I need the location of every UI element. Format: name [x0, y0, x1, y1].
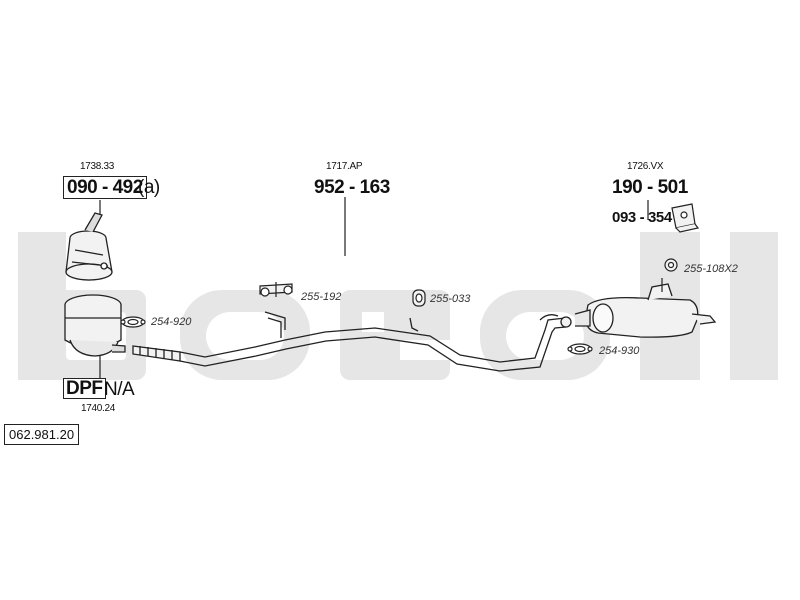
mount-bracket-icon: [671, 203, 700, 233]
dpf-top-code: 1738.33: [80, 161, 115, 172]
dpf-catalyst-upper: [65, 212, 113, 281]
hanger-mid-label[interactable]: 255-192: [301, 291, 342, 303]
rubber-ring-label[interactable]: 255-108X2: [684, 263, 738, 275]
mid-pipe-code: 1717.AP: [326, 161, 363, 172]
diagram-reference-number: 062.981.20: [4, 424, 80, 445]
gasket-front-icon: [120, 316, 146, 328]
rear-silencer-code: 1726.VX: [627, 161, 664, 172]
hanger-mid-icon: [259, 282, 293, 297]
rubber-mount-label[interactable]: 255-033: [430, 293, 471, 305]
dpf-type-status: N/A: [104, 379, 135, 400]
rear-silencer: [574, 283, 717, 338]
gasket-front-label[interactable]: 254-920: [151, 316, 192, 328]
gasket-rear-icon: [567, 343, 593, 355]
dpf-part-number[interactable]: 090 - 492: [63, 176, 147, 199]
middle-pipe: [179, 311, 572, 372]
gasket-rear-label[interactable]: 254-930: [599, 345, 640, 357]
dpf-bottom-code: 1740.24: [81, 403, 116, 414]
dpf-canister-lower: [64, 294, 126, 357]
rubber-ring-icon: [664, 258, 678, 272]
rubber-mount-icon: [412, 289, 426, 307]
dpf-part-suffix: (a): [138, 177, 160, 198]
rear-silencer-part-number[interactable]: 190 - 501: [612, 177, 688, 198]
mid-pipe-part-number[interactable]: 952 - 163: [314, 177, 390, 198]
mount-part-number[interactable]: 093 - 354: [612, 209, 672, 226]
dpf-type-label: DPF: [63, 378, 106, 399]
